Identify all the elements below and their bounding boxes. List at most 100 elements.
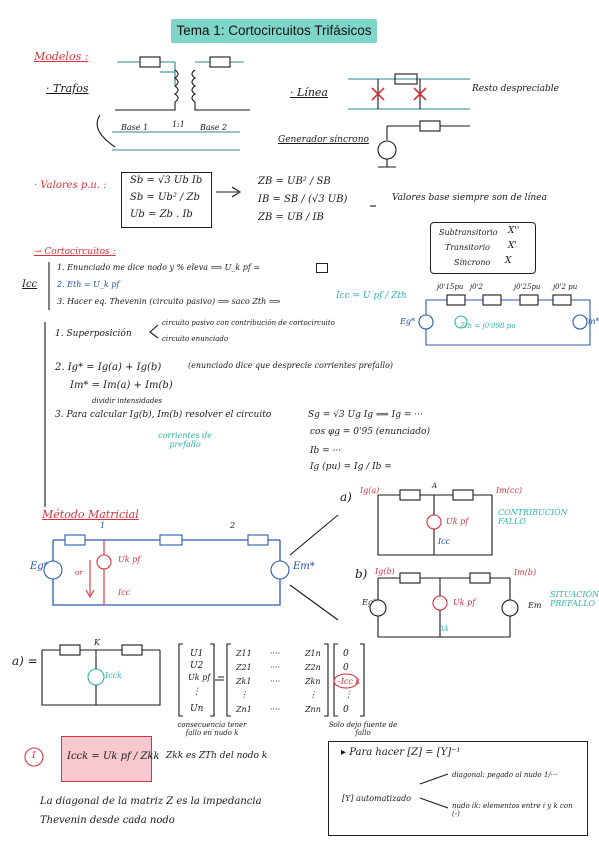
i-vec-2: -Icc k [338,677,361,686]
matricial-em: Em* [293,561,315,572]
z-row2-c1: ···· [270,677,281,686]
sub-b-uk: Uk pf [453,598,476,607]
prefallo-label: corrientes de prefallo [158,431,212,449]
matricial-uk: Uk pf [118,555,141,564]
eq-zb: ZB = UB² / SB [258,176,331,187]
step2-ig: 2. Ig* = Ig(a) + Ig(b) [55,362,162,373]
linea-label: · Línea [290,86,328,99]
sincrono-symbol: X [505,256,512,266]
matricial-or: or [75,569,83,577]
node1-label: 1 [100,521,106,530]
matriz-icck: Icck [105,671,122,680]
node2-label: 2 [230,521,236,530]
matriz-k-label: K [94,638,100,647]
dividir-label: dividir intensidades [92,397,163,405]
sub-a-icc: Icc [438,537,451,546]
cortocircuitos-heading: → Cortocircuitos : [34,247,116,257]
step3-text: 3. Para calcular Ig(b), Im(b) resolver e… [55,410,272,420]
zkk-note: Zkk es ZTh del nodo k [166,751,268,761]
sub-a-node: A [432,482,438,490]
base2-label: Base 2 [200,123,228,132]
sub-a-uk: Uk pf [446,517,469,526]
z-row4-c1: ···· [270,705,281,714]
z-row4-c2: Znn [305,705,321,714]
base-equations-box [121,172,212,228]
u-vec-0: U1 [190,649,204,659]
i-vec-4: 0 [343,705,349,715]
z-row2-c2: Zkn [305,677,321,686]
valores-pu-heading: · Valores p.u. : [34,180,107,191]
z-row0-c2: Z1n [305,649,321,658]
result-number: 1 [31,751,37,761]
result-igpu: Ig (pu) = Ig / Ib = [310,462,392,472]
sub-a-ig: Ig(a) [360,486,380,495]
u-vec-4: Un [190,704,204,714]
z-row3-c0: ⋮ [240,690,248,699]
matriz-note2: Solo dejo fuente de fallo [328,721,398,737]
pf-box [316,263,328,273]
i-vec-1: 0 [343,663,349,673]
eq-zb2: ZB = UB / IB [258,212,324,223]
z-row2-c0: Zk1 [236,677,252,686]
transitorio-label: Transitorio [445,243,490,252]
sub-b-im: Im(b) [514,568,537,577]
z-row1-c2: Z2n [305,663,321,672]
eq-sb2: Sb = Ub² / Zb [130,192,200,203]
superposicion-b: circuito enunciado [162,335,229,343]
base1-label: Base 1 [121,123,149,132]
i-vec-3: ⋮ [344,690,353,700]
u-vec-1: U2 [190,661,204,671]
ratio-label: 1:1 [172,120,185,129]
step2-note: (enunciado dice que desprecie corrientes… [188,361,393,370]
y-auto: [Y] automatizado [342,794,412,803]
u-vec-3: ⋮ [192,687,201,697]
sub-a-im: Im(cc) [496,486,522,495]
subtransitorio-label: Subtransitorio [439,228,498,237]
modelos-heading: Modelos : [34,50,89,63]
result-sg: Sg = √3 Ug Ig ⟹ Ig = ··· [308,410,423,420]
sub-a-label: a) [340,490,352,504]
circ-label-4: j0'2 pu [553,283,578,291]
z-row0-c0: Z11 [236,649,252,658]
matricial-icc: Icc [118,588,131,597]
step2: 2. Eth = U_k pf [57,280,120,289]
zth-label: Zth = j0'098 pu [460,322,516,330]
sub-b-0a: 0A [439,625,449,633]
sincrono-label: Síncrono [454,258,491,267]
result-ib: Ib = ··· [310,446,342,456]
base-note: Valores base siempre son de línea [392,193,547,203]
step1: 1. Enunciado me dice nodo y % eleva ⟹ U_… [57,263,261,272]
generador-label: Generador síncrono [278,135,369,145]
para-hacer-title: ▸ Para hacer [Z] = [Y]⁻¹ [341,747,461,758]
result-box [61,736,152,782]
result-cos: cos φg = 0'95 (enunciado) [310,427,430,437]
eq-ib: IB = SB / (√3 UB) [258,194,348,205]
situacion-label: SITUACIÓN PREFALLO [550,590,599,608]
z-row1-c0: Z21 [236,663,252,672]
z-row4-c0: Zn1 [236,705,252,714]
sub-b-eg: Eg* [362,598,377,607]
resto-label: Resto despreciable [472,84,559,94]
z-row1-c1: ···· [270,663,281,672]
circ-eg: Eg* [400,317,415,326]
i-vec-0: 0 [343,649,349,659]
eq-sb1: Sb = √3 Ub Ib [130,175,203,186]
transitorio-symbol: X' [508,241,517,251]
reactancias-box [430,222,536,274]
sub-b-label: b) [355,567,368,581]
contribucion-label: CONTRIBUCIÓN FALLO [498,508,568,526]
para-hacer-box [328,741,588,836]
subtransitorio-symbol: X'' [508,226,520,236]
sub-b-ig: Ig(b) [375,567,395,576]
page-title: Tema 1: Cortocircuitos Trifásicos [171,19,377,43]
matricial-eg: Eg* [30,561,49,572]
circ-label-3: j0'25pu [514,283,541,291]
diag-line1: La diagonal de la matriz Z es la impedan… [40,796,262,807]
circ-label-2: j0'2 [470,283,484,291]
z-row0-c1: ···· [270,649,281,658]
icc-equation: Icc = U pf / Zth [336,291,407,301]
u-vec-2: Uk pf [188,673,211,682]
step3: 3. Hacer eq. Thevenin (circuito pasivo) … [57,297,281,306]
icc-label: Icc [22,279,38,290]
